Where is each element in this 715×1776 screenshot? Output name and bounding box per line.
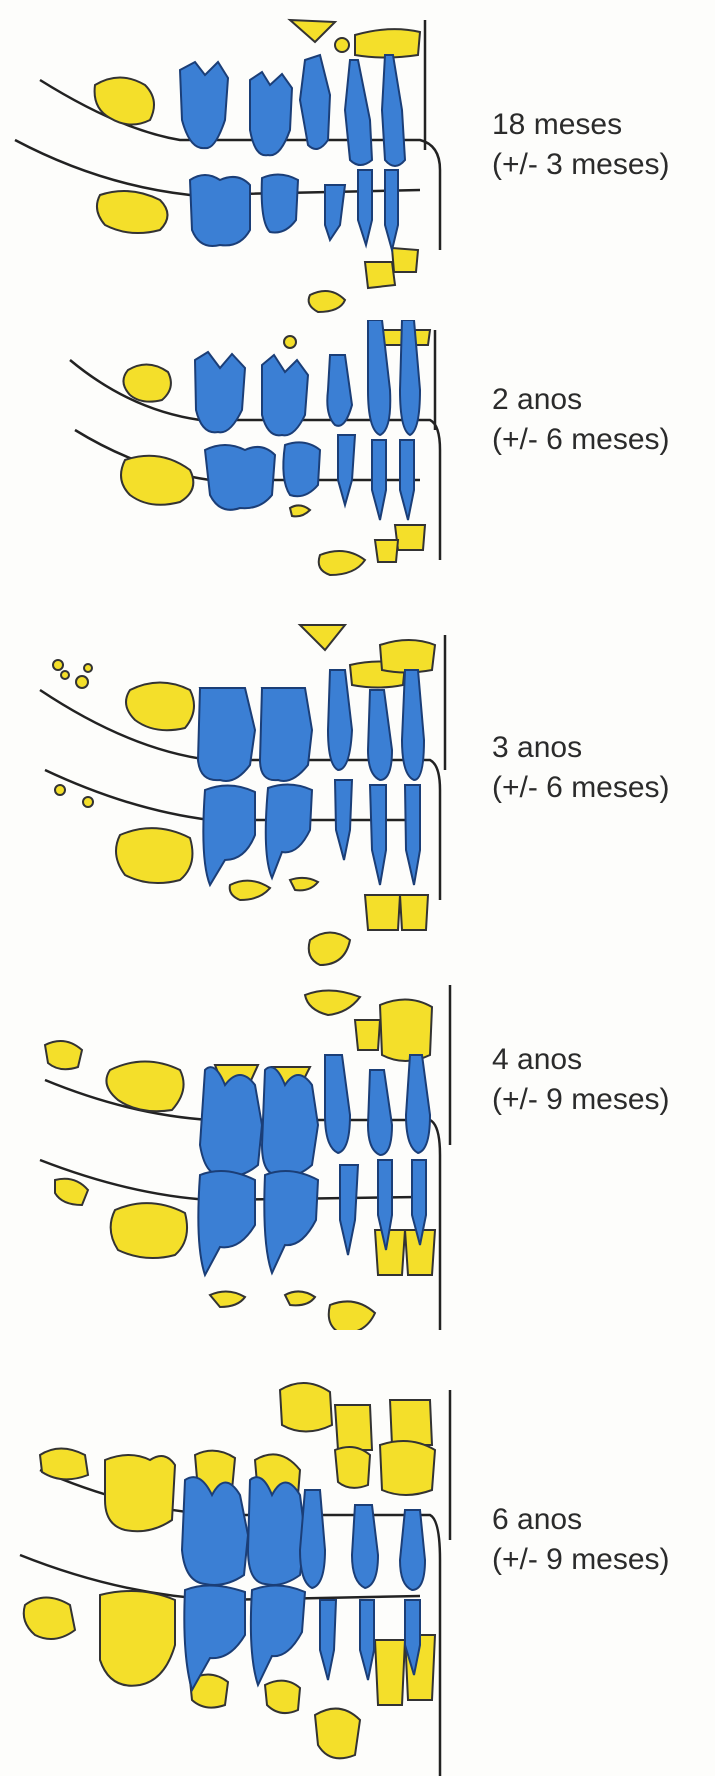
stage-age: 18 meses (492, 105, 670, 145)
stage-label-6-years: 6 anos (+/- 9 meses) (492, 1500, 670, 1580)
stage-range: (+/- 9 meses) (492, 1540, 670, 1580)
stage-age: 6 anos (492, 1500, 670, 1540)
stage-label-3-years: 3 anos (+/- 6 meses) (492, 728, 670, 808)
dental-diagram-4-years (0, 975, 715, 1330)
stage-label-18-months: 18 meses (+/- 3 meses) (492, 105, 670, 185)
stage-range: (+/- 6 meses) (492, 768, 670, 808)
stage-label-2-years: 2 anos (+/- 6 meses) (492, 380, 670, 460)
stage-label-4-years: 4 anos (+/- 9 meses) (492, 1040, 670, 1120)
stage-18-months: 18 meses (+/- 3 meses) (0, 0, 715, 355)
stage-6-years: 6 anos (+/- 9 meses) (0, 1360, 715, 1776)
stage-age: 2 anos (492, 380, 670, 420)
stage-age: 3 anos (492, 728, 670, 768)
stage-3-years: 3 anos (+/- 6 meses) (0, 620, 715, 975)
stage-4-years: 4 anos (+/- 9 meses) (0, 975, 715, 1330)
stage-range: (+/- 9 meses) (492, 1080, 670, 1120)
stage-age: 4 anos (492, 1040, 670, 1080)
stage-range: (+/- 3 meses) (492, 145, 670, 185)
stage-range: (+/- 6 meses) (492, 420, 670, 460)
